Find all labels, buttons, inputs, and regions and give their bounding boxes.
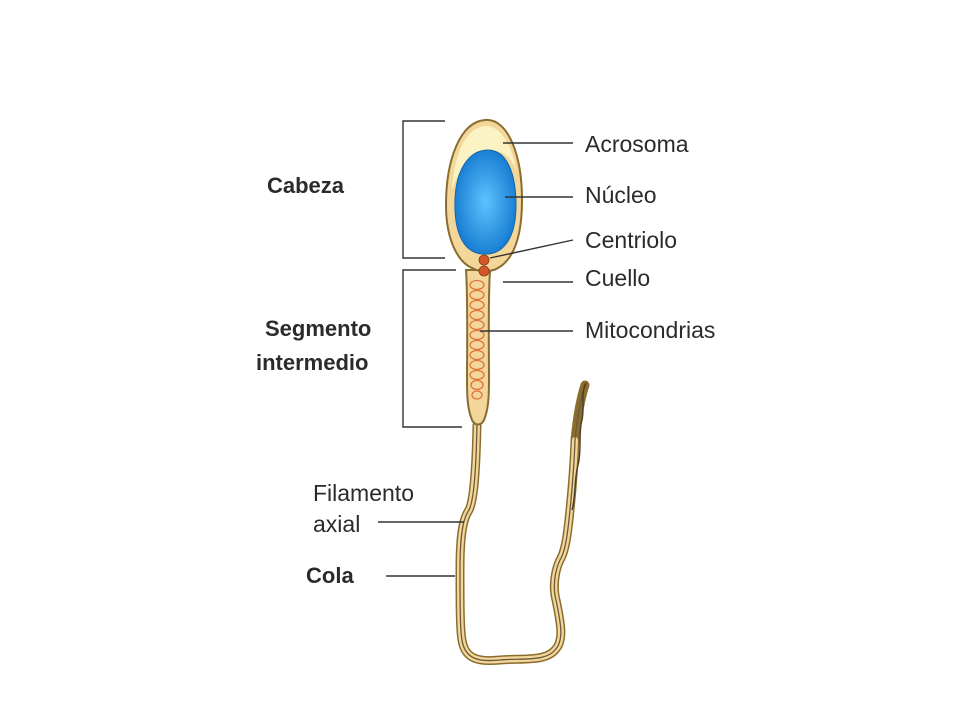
centriole-1 [478,254,490,266]
tail-body [456,422,578,664]
label-cuello: Cuello [585,265,650,291]
label-filamento-line2: axial [313,511,360,537]
midpiece [464,269,492,426]
bracket-segmento [402,269,462,428]
bracket-cabeza [402,120,445,259]
acrosome [452,125,516,190]
tail-end [571,382,587,511]
label-cola: Cola [306,563,354,588]
label-nucleo: Núcleo [585,182,657,208]
label-segmento-line2: intermedio [256,350,368,375]
centriole-2 [478,265,490,277]
label-acrosoma: Acrosoma [585,131,689,157]
label-filamento-line1: Filamento [313,480,414,506]
nucleus [454,149,517,255]
leader-centriolo [489,239,574,259]
label-cabeza: Cabeza [267,173,345,198]
mitochondria [469,279,485,400]
label-centriolo: Centriolo [585,227,677,253]
axial-filament [459,280,586,662]
label-mitocondrias: Mitocondrias [585,317,715,343]
label-segmento-line1: Segmento [265,316,371,341]
